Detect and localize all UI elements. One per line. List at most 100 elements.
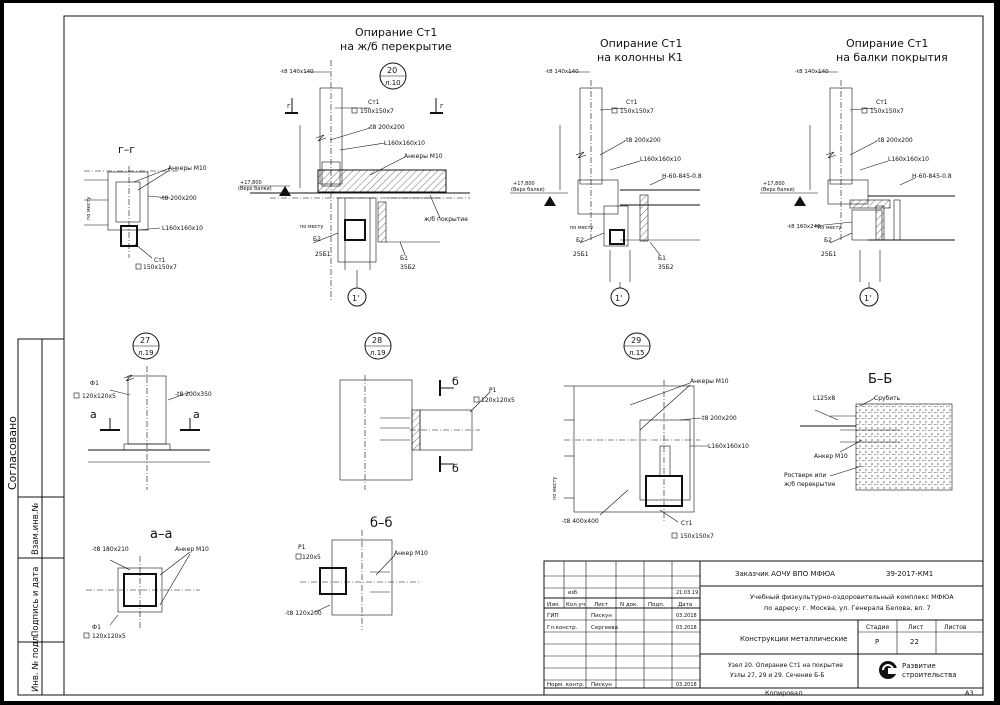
paper	[4, 3, 994, 701]
svg-text:-t8 200х200: -t8 200х200	[700, 415, 737, 422]
svg-text:28: 28	[372, 336, 382, 345]
svg-text:Б2: Б2	[313, 236, 321, 243]
svg-text:03.2018: 03.2018	[676, 682, 697, 688]
svg-text:120х5: 120х5	[302, 554, 321, 561]
svg-text:б: б	[452, 375, 459, 388]
svg-text:л.10: л.10	[385, 79, 401, 87]
svg-text:120х120х5: 120х120х5	[92, 633, 126, 640]
svg-text:Изм.: Изм.	[547, 602, 560, 608]
svg-text:L160х160х10: L160х160х10	[640, 156, 681, 163]
view-roof-beams: Опирание Ст1 на балки покрытия -t8 140х1…	[760, 37, 955, 307]
title-vb-1: Опирание Ст1	[846, 37, 928, 50]
svg-text:Р1: Р1	[298, 544, 306, 551]
svg-text:Ф1: Ф1	[92, 624, 101, 631]
svg-text:Ст1: Ст1	[154, 257, 166, 264]
tb-section: Конструкции металлические	[740, 635, 848, 643]
tb-sheet: 22	[910, 638, 919, 646]
svg-text:Кол.уч: Кол.уч	[566, 602, 585, 608]
svg-text:150х150х7: 150х150х7	[870, 108, 904, 115]
axis-bubble-k1	[610, 287, 630, 307]
svg-text:Листов: Листов	[944, 624, 967, 631]
svg-text:г: г	[287, 102, 291, 110]
svg-text:L125х8: L125х8	[813, 395, 835, 402]
svg-text:-t8 140х140: -t8 140х140	[280, 69, 314, 75]
svg-text:03.2018: 03.2018	[676, 625, 697, 631]
svg-text:(Верх балки): (Верх балки)	[761, 187, 795, 193]
svg-text:Ростверк или: Ростверк или	[784, 472, 826, 479]
svg-text:изб.: изб.	[568, 590, 579, 596]
title-block: Заказчик АОЧУ ВПО МФЮА 39-2017-КМ1 Учебн…	[543, 560, 984, 696]
svg-text:-t8 200х200: -t8 200х200	[624, 137, 661, 144]
svg-text:г: г	[440, 102, 444, 110]
svg-text:Анкер М10: Анкер М10	[394, 550, 428, 557]
svg-text:Р1: Р1	[489, 387, 497, 394]
svg-text:б: б	[452, 462, 459, 475]
svg-text:-t8 200х200: -t8 200х200	[876, 137, 913, 144]
tb-stage: Р	[875, 638, 879, 646]
svg-text:120х120х5: 120х120х5	[82, 393, 116, 400]
view-27: 27 л.19 а а Ф1 120х120х5 -t8 200х350	[73, 332, 212, 490]
svg-text:-t8 140х140: -t8 140х140	[795, 69, 829, 75]
tb-content-1: Узел 20. Опирание Ст1 на покрытие	[728, 662, 843, 669]
svg-text:по месту: по месту	[300, 224, 323, 230]
svg-text:Б2: Б2	[824, 237, 832, 244]
svg-text:N док.: N док.	[620, 602, 638, 608]
svg-text:Анкер М10: Анкер М10	[175, 546, 209, 553]
svg-text:Лист: Лист	[908, 624, 924, 631]
svg-text:35Б2: 35Б2	[658, 264, 674, 271]
svg-text:-t8 200х350: -t8 200х350	[175, 391, 212, 398]
svg-text:Б2: Б2	[576, 237, 584, 244]
view-29: 29 л.15 по месту Анкеры М10 -t8 200х200 …	[552, 332, 749, 540]
title-aa: а–а	[150, 527, 172, 542]
svg-text:Ст1: Ст1	[368, 99, 380, 106]
svg-text:Анкеры М10: Анкеры М10	[690, 378, 729, 385]
view-bb: б–б Р1 120х5 Анкер М10 -t8 120х200	[285, 516, 428, 630]
svg-text:Пискун: Пискун	[591, 613, 612, 619]
svg-text:150х150х7: 150х150х7	[360, 108, 394, 115]
title-vk1-1: Опирание Ст1	[600, 37, 682, 50]
svg-text:Сергеева: Сергеева	[591, 625, 618, 631]
company-logo	[879, 661, 897, 679]
title-vb-2: на балки покрытия	[836, 51, 948, 64]
svg-text:L160х160х10: L160х160х10	[888, 156, 929, 163]
svg-text:25Б1: 25Б1	[821, 251, 837, 258]
svg-text:Стадия: Стадия	[866, 624, 889, 631]
svg-text:Лист: Лист	[594, 602, 609, 608]
svg-text:(Верх балки): (Верх балки)	[511, 187, 545, 193]
stamp-inv-replace: Взам.инв.№	[31, 503, 41, 555]
svg-text:Ф1: Ф1	[90, 380, 99, 387]
svg-text:Н-60-845-0.8: Н-60-845-0.8	[912, 173, 952, 180]
svg-text:150х150х7: 150х150х7	[680, 533, 714, 540]
view-aa: а–а -t8 180х210 Анкер М10 Ф1 120х120х5	[83, 527, 209, 640]
stamp-agreed: Согласовано	[6, 416, 19, 490]
gg-plate: -t8 200х200	[160, 195, 197, 202]
svg-text:л.19: л.19	[138, 349, 154, 357]
svg-text:Норм. контр.: Норм. контр.	[547, 682, 585, 688]
svg-text:по месту: по месту	[818, 225, 841, 231]
svg-text:1': 1'	[352, 294, 359, 303]
svg-text:ж/б покрытие: ж/б покрытие	[424, 216, 468, 223]
svg-text:Ст1: Ст1	[876, 99, 888, 106]
gg-anchors: Анкеры М10	[168, 165, 207, 172]
svg-text:25Б1: 25Б1	[573, 251, 589, 258]
svg-text:+17,800: +17,800	[763, 181, 785, 187]
svg-text:-t8 120х200: -t8 120х200	[285, 610, 322, 617]
svg-text:а: а	[90, 408, 97, 421]
svg-text:03.2018: 03.2018	[676, 613, 697, 619]
svg-text:Срубить: Срубить	[874, 395, 901, 402]
view-20: Опирание Ст1 на ж/б перекрытие 20 л.10 -…	[238, 26, 470, 307]
tb-project-1: Учебный физкультурно-оздоровительный ком…	[750, 593, 954, 601]
title-vk1-2: на колонны К1	[597, 51, 683, 64]
title-BB: Б–Б	[868, 372, 892, 387]
copied-label: Копировал	[765, 689, 802, 697]
tb-content-2: Узлы 27, 29 и 29. Сечение Б-Б	[730, 672, 825, 679]
svg-text:по месту: по месту	[86, 197, 92, 220]
svg-text:27: 27	[140, 336, 150, 345]
stamp-inv-orig: Инв. № подл.	[31, 633, 41, 692]
svg-text:150х150х7: 150х150х7	[620, 108, 654, 115]
tb-customer: Заказчик АОЧУ ВПО МФЮА	[735, 570, 835, 578]
svg-text:а: а	[193, 408, 200, 421]
tb-project-2: по адресу: г. Москва, ул. Генерала Белов…	[764, 604, 931, 612]
